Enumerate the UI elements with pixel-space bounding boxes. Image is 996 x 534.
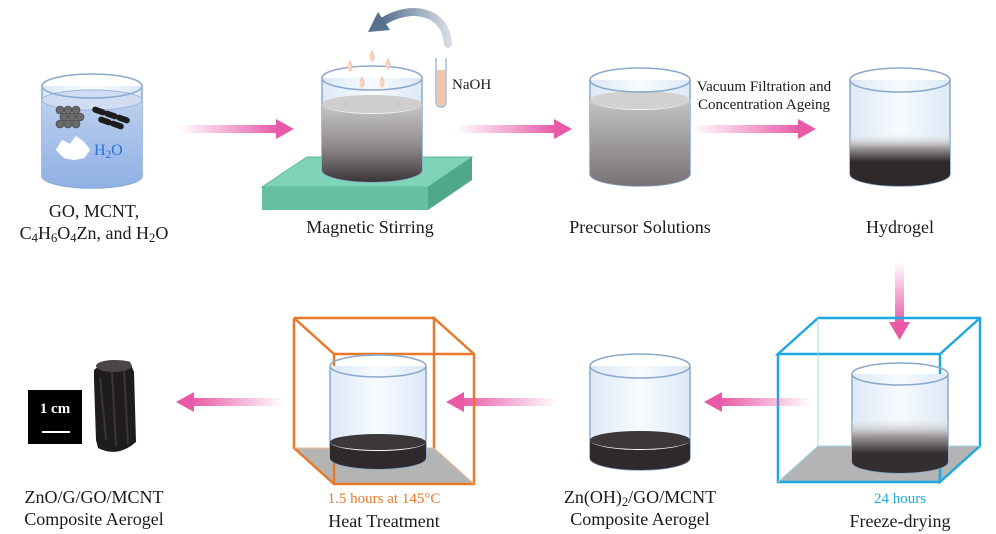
znoh-aerogel-label: Zn(OH)2/GO/MCNT Composite Aerogel	[540, 486, 740, 530]
vacuum-line1: Vacuum Filtration and	[696, 79, 832, 95]
vacuum-line2: Concentration Ageing	[697, 97, 831, 113]
zinc-acetate-crystals-icon	[55, 135, 91, 161]
raw-materials-line2: C4H6O4Zn, and H2O	[19, 223, 169, 246]
raw-materials-label: GO, MCNT, C4H6O4Zn, and H2O	[6, 200, 182, 244]
beaker-precursor	[589, 67, 691, 187]
pour-curve-arrow-icon	[368, 8, 452, 48]
freeze-drying-label: Freeze-drying	[849, 511, 951, 531]
naoh-label: NaOH	[452, 77, 492, 93]
graphene-oxide-icon	[55, 105, 85, 129]
final-aerogel-label: ZnO/G/GO/MCNT Composite Aerogel	[4, 486, 184, 530]
vacuum-filtration-label: Vacuum Filtration and Concentration Agei…	[676, 78, 852, 114]
hydrogel-label: Hydrogel	[866, 217, 934, 237]
arrow-to-final-aerogel	[176, 392, 284, 412]
arrow-to-znoh-aerogel	[704, 392, 812, 412]
final-line1: ZnO/G/GO/MCNT	[24, 487, 164, 507]
magnetic-stirring-setup	[260, 8, 474, 210]
heat-treatment-furnace	[292, 316, 476, 486]
naoh-test-tube-icon	[435, 58, 447, 108]
beaker-hydrogel	[849, 67, 951, 187]
arrow-to-precursor	[456, 119, 572, 139]
beaker-water-label: H2O	[94, 142, 123, 161]
znoh-line2: Composite Aerogel	[570, 509, 710, 529]
carbon-nanotube-icon	[92, 106, 130, 130]
arrow-to-stirring	[178, 119, 294, 139]
arrow-to-hydrogel	[692, 119, 816, 139]
precursor-label: Precursor Solutions	[569, 217, 711, 237]
scale-bar-label: 1 cm	[39, 401, 71, 417]
raw-materials-line1: GO, MCNT,	[48, 201, 140, 221]
znoh-line1: Zn(OH)2/GO/MCNT	[563, 487, 717, 510]
arrow-to-freeze-drying	[889, 262, 910, 340]
arrow-to-heat-treatment	[446, 392, 558, 412]
final-aerogel-photo	[28, 360, 136, 452]
freeze-drying-chamber	[774, 316, 982, 485]
heat-treatment-label: Heat Treatment	[328, 511, 440, 531]
beaker-znoh-aerogel	[589, 353, 691, 471]
final-line2: Composite Aerogel	[24, 509, 164, 529]
beaker-raw-materials	[41, 73, 143, 189]
magnetic-stirring-label: Magnetic Stirring	[306, 217, 434, 237]
naoh-droplets-icon	[347, 50, 391, 88]
heat-time-label: 1.5 hours at 145°C	[327, 491, 441, 507]
freeze-time-label: 24 hours	[873, 491, 927, 507]
